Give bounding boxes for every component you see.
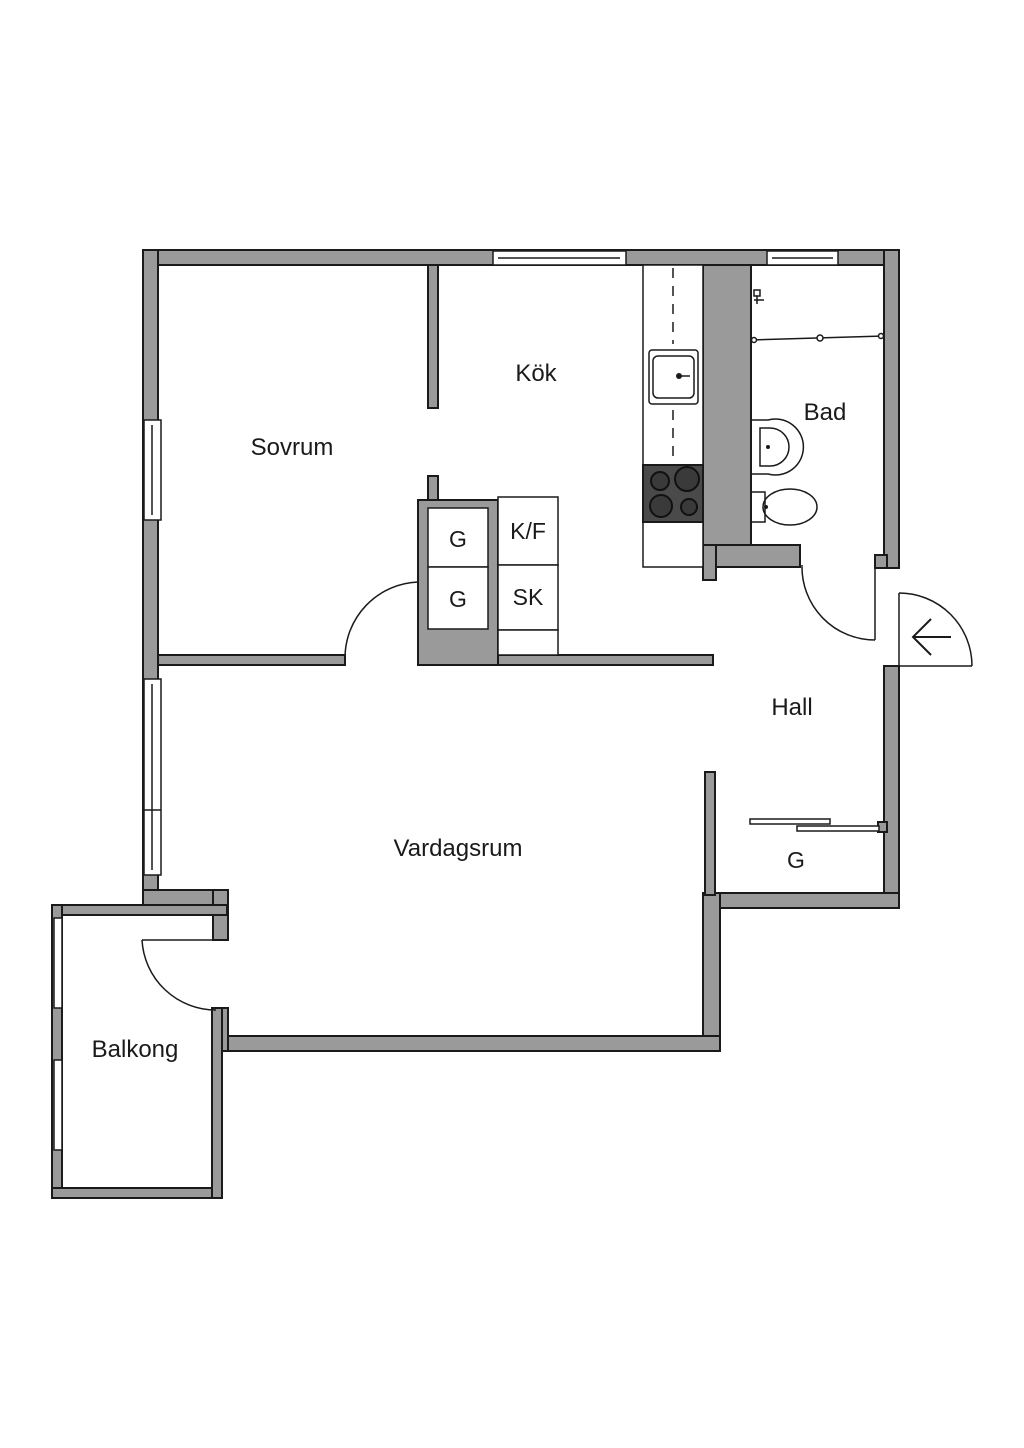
room-label-kok: Kök <box>515 360 557 387</box>
doors <box>141 564 973 1011</box>
wardrobe-label: G <box>449 586 467 612</box>
room-label-hall: Hall <box>771 694 812 721</box>
wardrobes <box>427 496 559 656</box>
hall-wardrobe-label: G <box>787 847 805 873</box>
room-label-vardagsrum: Vardagsrum <box>394 835 523 862</box>
room-label-sovrum: Sovrum <box>251 434 334 461</box>
room-label-balkong: Balkong <box>92 1036 179 1063</box>
windows <box>143 250 839 876</box>
balcony-walls <box>51 904 228 1199</box>
closet-sk-label: SK <box>513 584 544 610</box>
entrance-arrow-icon <box>911 618 951 656</box>
fridge-freezer-label: K/F <box>510 518 546 544</box>
wardrobe-label: G <box>449 526 467 552</box>
room-label-bad: Bad <box>804 399 847 426</box>
bathroom-fixtures <box>750 289 885 526</box>
hob <box>642 464 704 523</box>
